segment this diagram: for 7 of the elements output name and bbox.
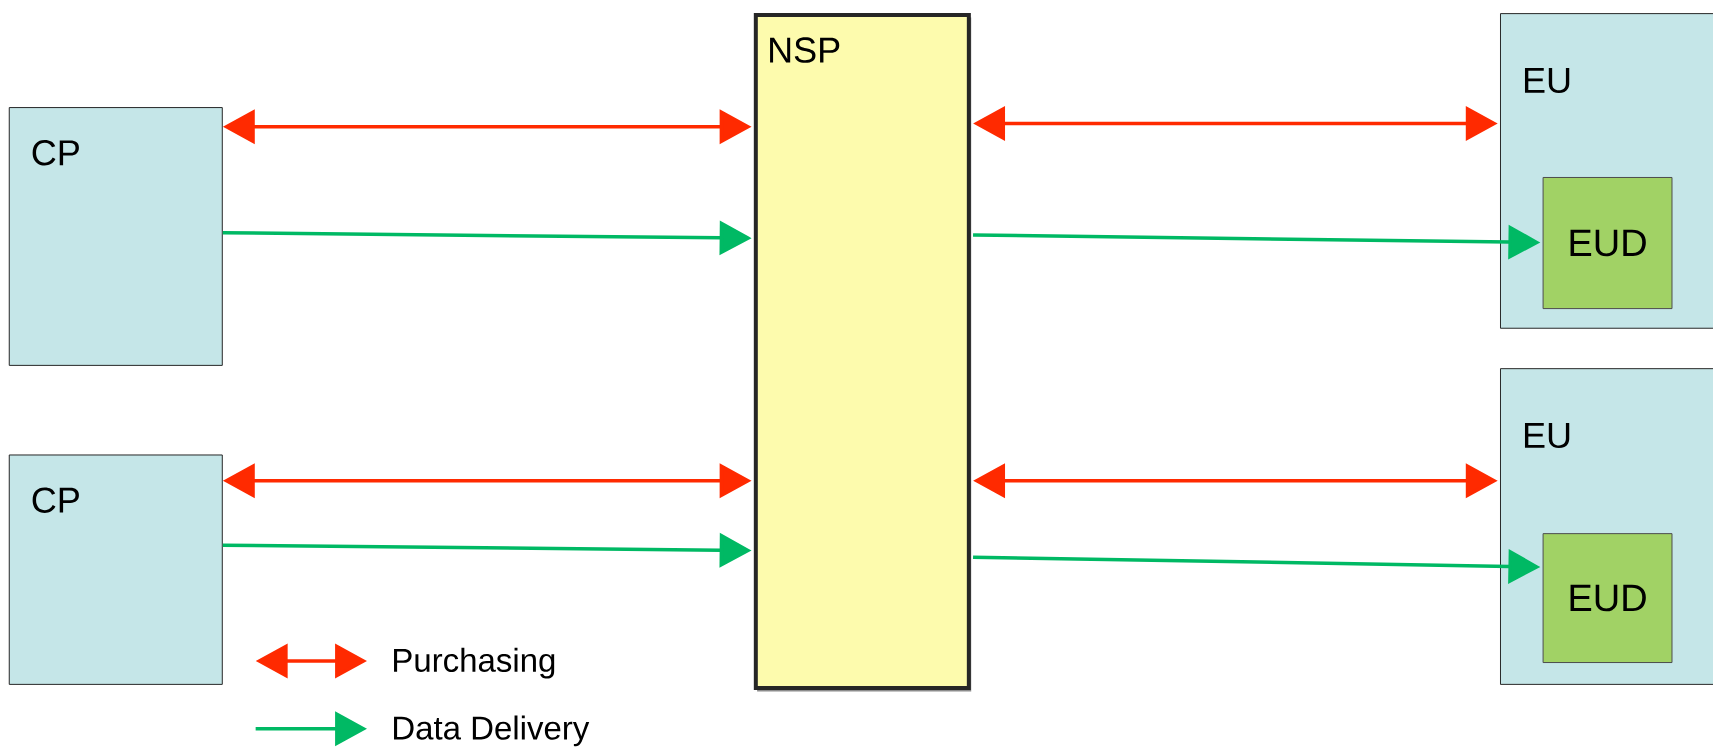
legend-label: Purchasing xyxy=(394,647,555,679)
device-box: EUD xyxy=(1542,177,1673,310)
legend-label: Data Delivery xyxy=(394,715,590,747)
entity-box: CP xyxy=(8,107,223,366)
device-box: EUD xyxy=(1542,533,1673,664)
entity-box: CP xyxy=(8,454,223,685)
server-box: NSP xyxy=(753,13,972,692)
